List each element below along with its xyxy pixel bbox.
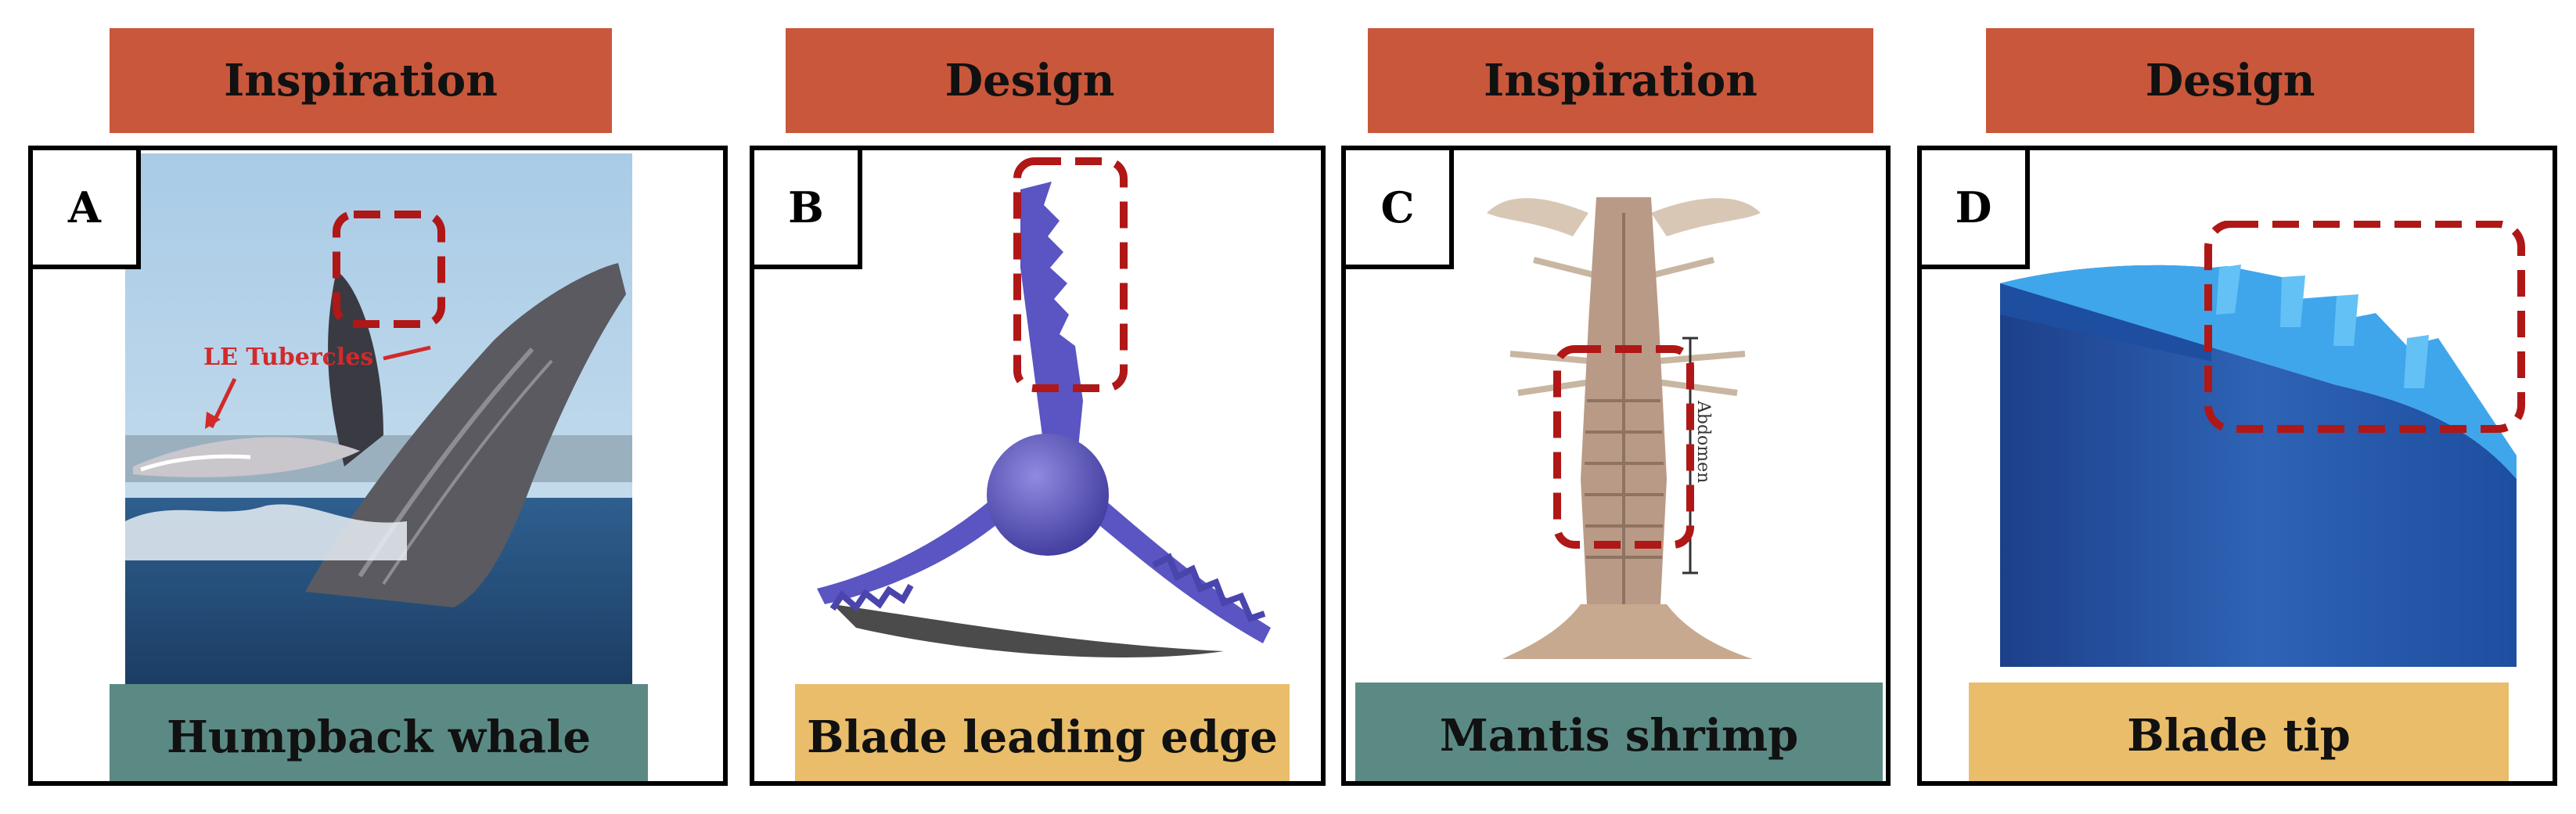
abdomen-label: Abdomen <box>1693 400 1713 483</box>
caption-mantis-shrimp: Mantis shrimp <box>1355 683 1883 781</box>
header-design-d: Design <box>1986 28 2474 133</box>
panel-c: C Abdomen Mantis shrimp <box>1341 146 1891 786</box>
panel-letter-d: D <box>1922 150 2030 269</box>
caption-humpback-whale: Humpback whale <box>110 684 648 781</box>
turbine-blade-illustration <box>817 157 1271 658</box>
panel-letter-a: A <box>33 150 141 269</box>
mantis-shrimp-illustration: Abdomen <box>1487 197 1761 659</box>
header-design-b: Design <box>786 28 1274 133</box>
panel-letter-c: C <box>1346 150 1454 269</box>
humpback-whale-illustration: LE Tubercles <box>125 153 632 686</box>
caption-blade-leading-edge: Blade leading edge <box>795 684 1290 781</box>
panel-a: A LE Tubercles Humpback whale <box>28 146 728 786</box>
blade-tip-illustration <box>2000 221 2525 667</box>
panel-b: B Blade leading edge <box>750 146 1326 786</box>
header-inspiration-a: Inspiration <box>110 28 612 133</box>
header-inspiration-c: Inspiration <box>1368 28 1873 133</box>
panel-d: D Blade tip <box>1917 146 2557 786</box>
caption-blade-tip: Blade tip <box>1969 683 2509 781</box>
panel-letter-b: B <box>754 150 862 269</box>
le-tubercles-label: LE Tubercles <box>203 344 373 371</box>
